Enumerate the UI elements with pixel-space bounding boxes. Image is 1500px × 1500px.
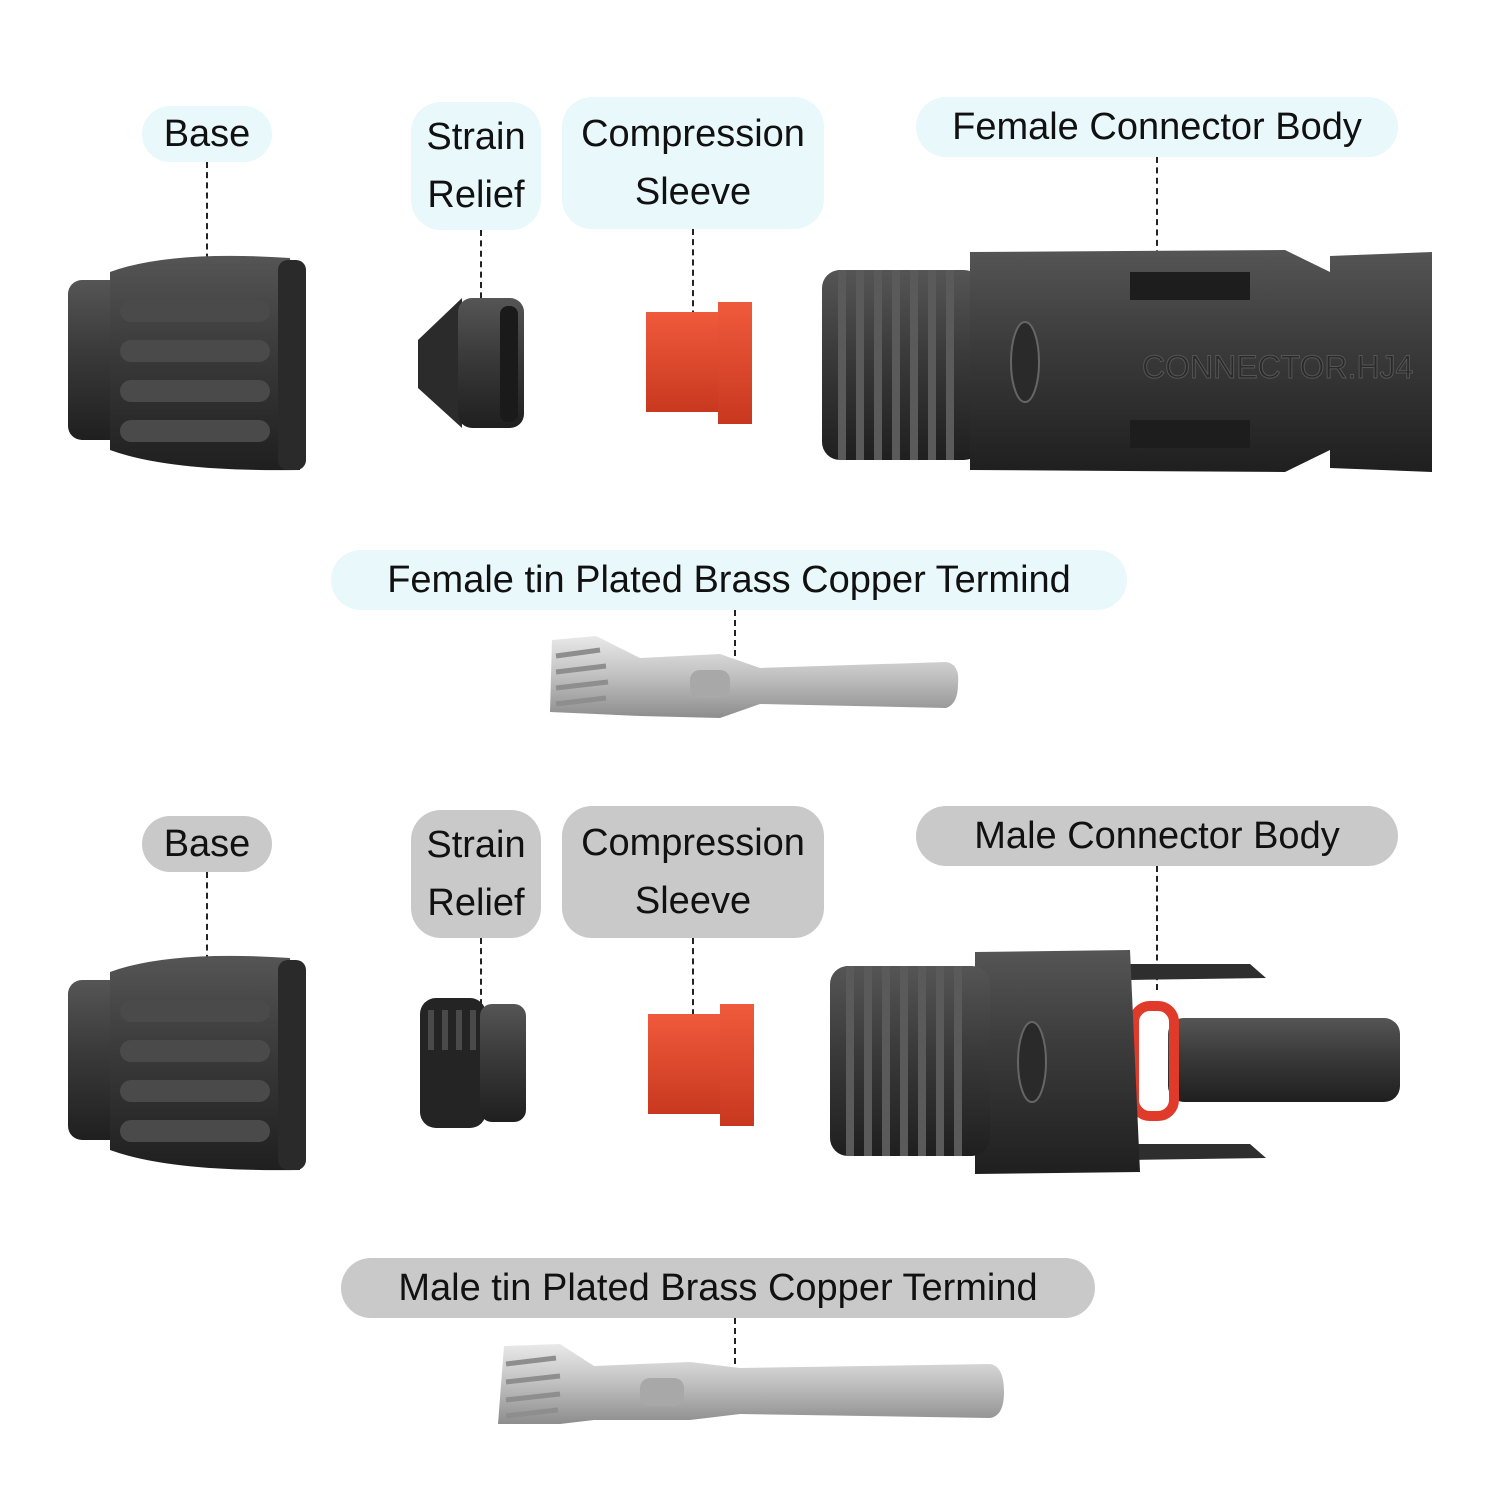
female-compression-sleeve-part bbox=[646, 302, 752, 424]
female-strain-relief-part bbox=[418, 298, 524, 428]
female-terminal-leader bbox=[734, 610, 736, 666]
male-connector-body-part bbox=[830, 950, 1400, 1174]
female-connector-body-part: CONNECTOR.HJ4 bbox=[822, 250, 1432, 472]
male-base-leader bbox=[206, 872, 208, 992]
female-connector-body-label: Female Connector Body bbox=[916, 97, 1398, 157]
male-compression-sleeve-label: Compression Sleeve bbox=[562, 806, 824, 938]
male-terminal-leader bbox=[734, 1318, 736, 1374]
female-terminal-part bbox=[550, 636, 959, 718]
male-strain-relief-leader bbox=[480, 938, 482, 1056]
male-connector-body-label: Male Connector Body bbox=[916, 806, 1398, 866]
female-compression-sleeve-leader bbox=[692, 229, 694, 347]
female-base-label: Base bbox=[142, 106, 272, 162]
male-strain-relief-label: Strain Relief bbox=[411, 810, 541, 938]
male-compression-sleeve-part bbox=[648, 1004, 754, 1126]
female-strain-relief-leader bbox=[480, 230, 482, 340]
female-terminal-label: Female tin Plated Brass Copper Termind bbox=[331, 550, 1127, 610]
male-terminal-part bbox=[498, 1344, 1004, 1424]
female-connector-body-leader bbox=[1156, 157, 1158, 277]
female-base-part bbox=[68, 255, 306, 471]
male-base-label: Base bbox=[142, 816, 272, 872]
male-terminal-label: Male tin Plated Brass Copper Termind bbox=[341, 1258, 1095, 1318]
female-base-leader bbox=[206, 162, 208, 280]
female-body-marking: CONNECTOR.HJ4 bbox=[1142, 349, 1413, 385]
female-compression-sleeve-label: Compression Sleeve bbox=[562, 97, 824, 229]
male-connector-body-leader bbox=[1156, 866, 1158, 990]
male-strain-relief-part bbox=[420, 998, 526, 1128]
male-base-part bbox=[68, 955, 306, 1171]
male-compression-sleeve-leader bbox=[692, 938, 694, 1056]
female-strain-relief-label: Strain Relief bbox=[411, 102, 541, 230]
